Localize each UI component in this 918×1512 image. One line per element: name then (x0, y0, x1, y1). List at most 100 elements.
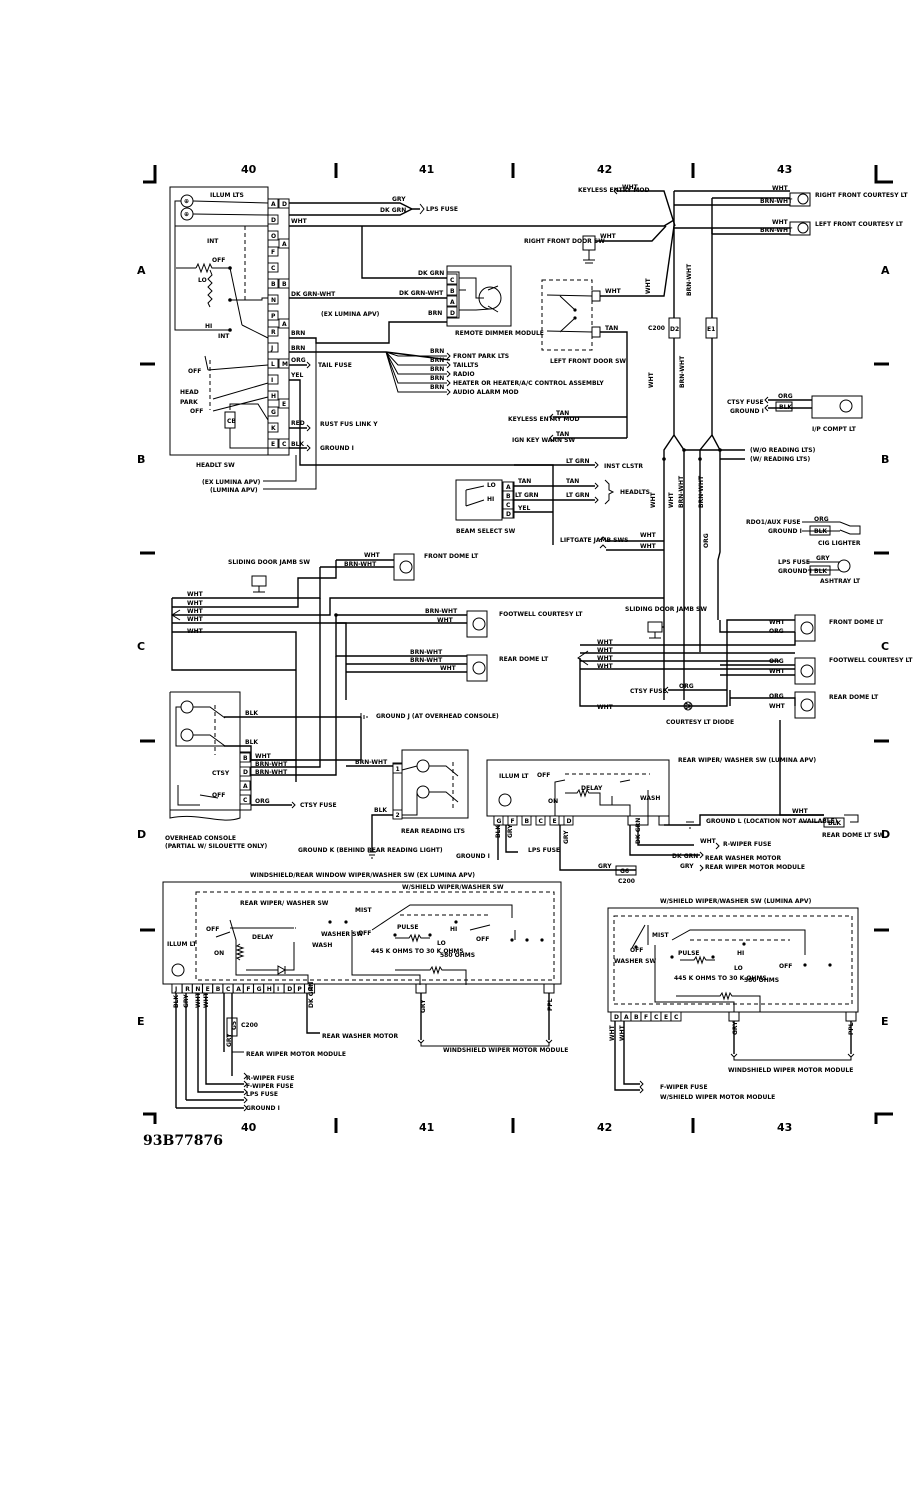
svg-text:BRN-WHT: BRN-WHT (698, 475, 705, 508)
connector-pin-label: B (271, 281, 276, 288)
note-lumina: (LUMINA APV) (210, 487, 258, 494)
svg-text:BRN: BRN (430, 357, 444, 364)
connector-pin-label: R (271, 329, 276, 336)
connector-pin-label: D (450, 310, 455, 317)
connector-pin-label: B (506, 493, 511, 500)
svg-text:GRY: GRY (680, 863, 694, 870)
connector-pin (278, 238, 290, 249)
svg-text:PULSE: PULSE (397, 924, 419, 931)
connector-pin-label: C (243, 797, 248, 804)
grid-row-e-left: E (137, 1015, 145, 1028)
label-int-1: INT (207, 238, 219, 245)
connector-pin-label: D (567, 818, 572, 825)
svg-text:TAN: TAN (518, 478, 531, 485)
svg-text:BRN: BRN (428, 310, 442, 317)
svg-text:WHT: WHT (769, 703, 786, 710)
connector-pin-label: C (271, 265, 276, 272)
svg-text:GROUND I: GROUND I (456, 853, 490, 860)
connector-pin-label: A (282, 321, 287, 328)
svg-text:BRN: BRN (430, 348, 444, 355)
grid-row-a-left: A (137, 264, 146, 277)
svg-text:REAR WIPER/ WASHER SW (LUMINA: REAR WIPER/ WASHER SW (LUMINA APV) (678, 757, 816, 764)
headlight-wires: GRY DK GRN LPS FUSE WHT DK GRN-WHT BRN (… (289, 196, 675, 545)
right-front-courtesy: RIGHT FRONT COURTESY LT (815, 192, 909, 199)
svg-text:W/SHIELD WIPER MOTOR MODULE: W/SHIELD WIPER MOTOR MODULE (660, 1094, 775, 1101)
grid-row-a-right: A (881, 264, 890, 277)
svg-text:BRN: BRN (291, 345, 305, 352)
dest-lps-fuse: LPS FUSE (426, 206, 458, 213)
svg-text:MIST: MIST (652, 932, 670, 939)
svg-text:SLIDING DOOR JAMB SW: SLIDING DOOR JAMB SW (228, 559, 310, 566)
svg-text:BRN: BRN (291, 330, 305, 337)
svg-text:BRN: BRN (430, 375, 444, 382)
connector-pin-label: D (243, 769, 248, 776)
svg-text:LT GRN: LT GRN (566, 492, 590, 499)
svg-text:OFF: OFF (212, 792, 225, 799)
headlight-switch-name: HEADLT SW (196, 462, 235, 469)
svg-text:LPS FUSE: LPS FUSE (246, 1091, 278, 1098)
svg-text:ORG: ORG (769, 693, 784, 700)
connector-pin-label: O (271, 233, 276, 240)
ashtray-lt: ASHTRAY LT (820, 578, 861, 585)
connector-pin-label: D (282, 201, 287, 208)
connector-pin-label: B (243, 755, 248, 762)
svg-text:TAN: TAN (605, 325, 618, 332)
svg-text:G6: G6 (620, 868, 629, 875)
connector-pin (267, 422, 279, 433)
connector-pin-label: J (174, 986, 177, 993)
svg-text:WINDSHIELD/REAR WINDOW WIPER/W: WINDSHIELD/REAR WINDOW WIPER/WASHER SW (… (250, 872, 475, 879)
svg-text:DK GRN: DK GRN (635, 818, 642, 844)
svg-text:(PARTIAL W/ SILOUETTE ONLY): (PARTIAL W/ SILOUETTE ONLY) (165, 843, 267, 850)
connector-pin-label: O (308, 986, 313, 993)
connector-pin (267, 262, 279, 273)
svg-text:F-WIPER FUSE: F-WIPER FUSE (660, 1084, 708, 1091)
connector-pin-label: A (506, 484, 511, 491)
connector-pin-label: D (506, 511, 511, 518)
svg-text:REAR READING LTS: REAR READING LTS (401, 828, 465, 835)
connector-pin-label: G (497, 818, 502, 825)
svg-text:SLIDING DOOR JAMB SW: SLIDING DOOR JAMB SW (625, 606, 707, 613)
svg-text:DK GRN: DK GRN (418, 270, 444, 277)
grid-col-40-bottom: 40 (241, 1121, 257, 1134)
svg-text:WHT: WHT (187, 616, 204, 623)
connector-pin-label: B (216, 986, 221, 993)
connector-pin (521, 815, 532, 826)
connector-pin (267, 358, 279, 369)
svg-text:BRN: BRN (430, 384, 444, 391)
svg-text:WHT: WHT (437, 617, 454, 624)
svg-text:MIST: MIST (355, 907, 373, 914)
svg-text:⊕: ⊕ (184, 211, 189, 218)
grid-row-d-right: D (881, 828, 890, 841)
svg-text:IGN KEY WARN SW: IGN KEY WARN SW (512, 437, 575, 444)
connector-pin-label: A (282, 241, 287, 248)
svg-text:BLK: BLK (779, 404, 792, 411)
svg-text:ON: ON (548, 798, 558, 805)
svg-text:C200: C200 (618, 878, 635, 885)
svg-text:GROUND J (AT OVERHEAD CONSOLE): GROUND J (AT OVERHEAD CONSOLE) (376, 713, 499, 720)
connector-pin (278, 438, 290, 449)
svg-text:CTSY FUSE: CTSY FUSE (630, 688, 667, 695)
connector-pin (267, 278, 279, 289)
connector-pin (278, 398, 290, 409)
svg-text:REAR DOME LT: REAR DOME LT (499, 656, 549, 663)
connector-pin-label: D (287, 986, 292, 993)
svg-text:W/SHIELD WIPER/WASHER SW (LUMI: W/SHIELD WIPER/WASHER SW (LUMINA APV) (660, 898, 812, 905)
rear-reading-lights: 12 REAR READING LTS BRN-WHT BLK GROUND K… (298, 749, 469, 859)
svg-text:FRONT DOME LT: FRONT DOME LT (829, 619, 884, 626)
svg-text:W/SHIELD WIPER/WASHER SW: W/SHIELD WIPER/WASHER SW (402, 884, 504, 891)
svg-text:PPL: PPL (547, 998, 554, 1011)
svg-text:BLK: BLK (291, 441, 304, 448)
connector-pin (278, 358, 290, 369)
svg-text:CTSY FUSE: CTSY FUSE (300, 802, 337, 809)
svg-text:DELAY: DELAY (252, 934, 274, 941)
svg-text:FOOTWELL COURTESY LT: FOOTWELL COURTESY LT (499, 611, 583, 618)
connector-pin-label: P (297, 986, 302, 993)
connector-pin (446, 273, 458, 285)
connector-pin (239, 780, 251, 791)
label-off-2: OFF (188, 368, 201, 375)
grid-row-b-left: B (137, 453, 145, 466)
dest-ground-i: GROUND I (320, 445, 354, 452)
label-cb: CB (227, 418, 236, 425)
